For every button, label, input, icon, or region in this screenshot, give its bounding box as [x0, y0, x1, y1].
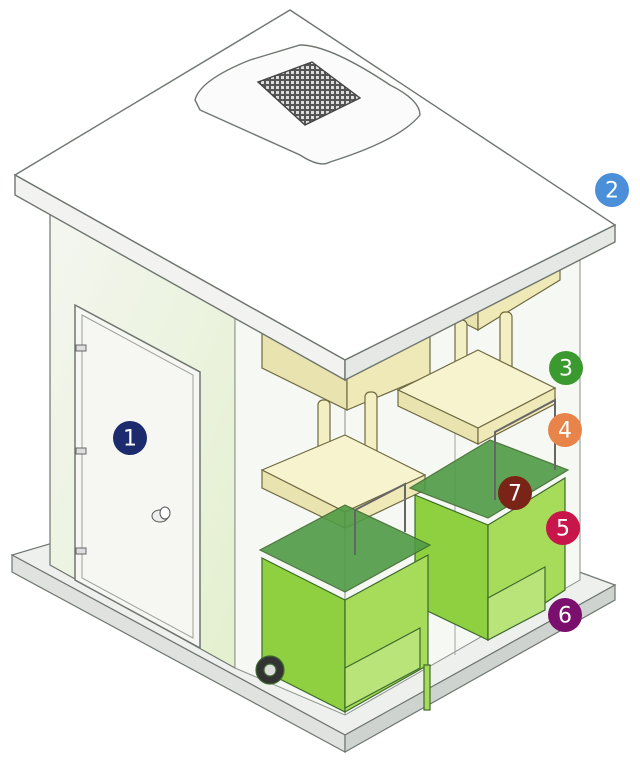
badge-circle [549, 351, 583, 385]
callout-badge-3: 3 [549, 351, 583, 385]
badge-circle [595, 173, 629, 207]
badge-label: 4 [558, 419, 572, 444]
callout-badge-7: 7 [498, 476, 532, 510]
door-handle-icon [151, 506, 171, 523]
badge-circle [548, 598, 582, 632]
callout-badge-4: 4 [548, 413, 582, 447]
waste-bin-left [255, 482, 432, 714]
badge-circle [113, 421, 147, 455]
callout-badges: 1 2 3 4 5 6 7 [113, 173, 629, 632]
door [74, 303, 201, 650]
bin-wheel-icon [255, 655, 285, 685]
callout-badge-2: 2 [595, 173, 629, 207]
callout-badge-5: 5 [546, 511, 580, 545]
callout-badge-1: 1 [113, 421, 147, 455]
badge-label: 1 [123, 427, 137, 452]
badge-label: 6 [558, 604, 572, 629]
roof [13, 9, 617, 382]
roof-vent [194, 44, 421, 165]
badge-label: 7 [508, 482, 522, 507]
badge-label: 3 [559, 357, 573, 382]
badge-label: 5 [556, 517, 570, 542]
badge-circle [546, 511, 580, 545]
badge-circle [548, 413, 582, 447]
badge-circle [498, 476, 532, 510]
callout-badge-6: 6 [548, 598, 582, 632]
badge-label: 2 [605, 179, 619, 204]
